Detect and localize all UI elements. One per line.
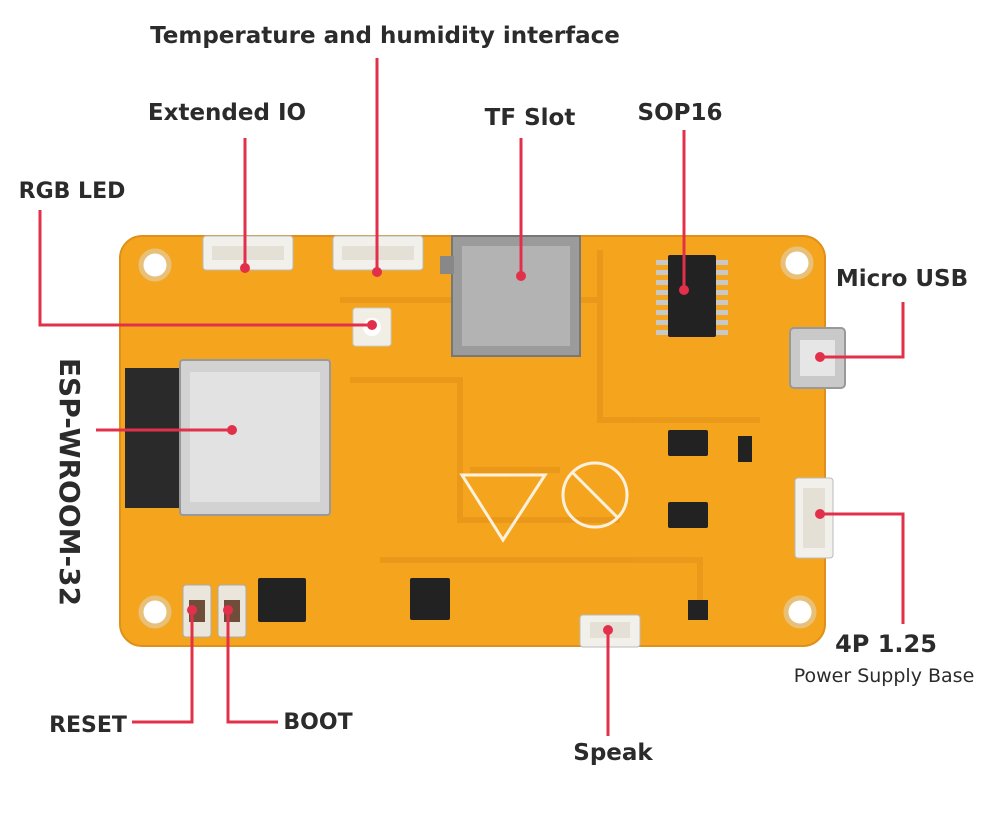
label-power-supply-base: Power Supply Base bbox=[794, 665, 975, 687]
esp-wroom-32-module bbox=[125, 359, 331, 516]
label-esp-wroom-32: ESP-WROOM-32 bbox=[53, 358, 86, 606]
label-boot: BOOT bbox=[283, 710, 352, 735]
pcb-board bbox=[119, 235, 826, 647]
power-supply-connector bbox=[794, 477, 834, 559]
label-extended-io: Extended IO bbox=[148, 100, 306, 126]
label-tf-slot: TF Slot bbox=[485, 105, 576, 131]
label-sop16: SOP16 bbox=[638, 100, 723, 126]
mounting-holes bbox=[138, 246, 817, 629]
label-reset: RESET bbox=[49, 713, 127, 738]
label-temp-humidity: Temperature and humidity interface bbox=[150, 23, 620, 49]
label-micro-usb: Micro USB bbox=[836, 266, 968, 292]
label-rgb-led: RGB LED bbox=[19, 179, 126, 204]
label-speak: Speak bbox=[573, 740, 653, 766]
callout-leaders bbox=[38, 58, 905, 736]
small-chips bbox=[258, 430, 752, 622]
sop16-chip bbox=[656, 255, 728, 337]
warning-symbols bbox=[459, 461, 629, 543]
label-4p-125: 4P 1.25 bbox=[835, 630, 937, 658]
tf-slot bbox=[440, 235, 581, 357]
